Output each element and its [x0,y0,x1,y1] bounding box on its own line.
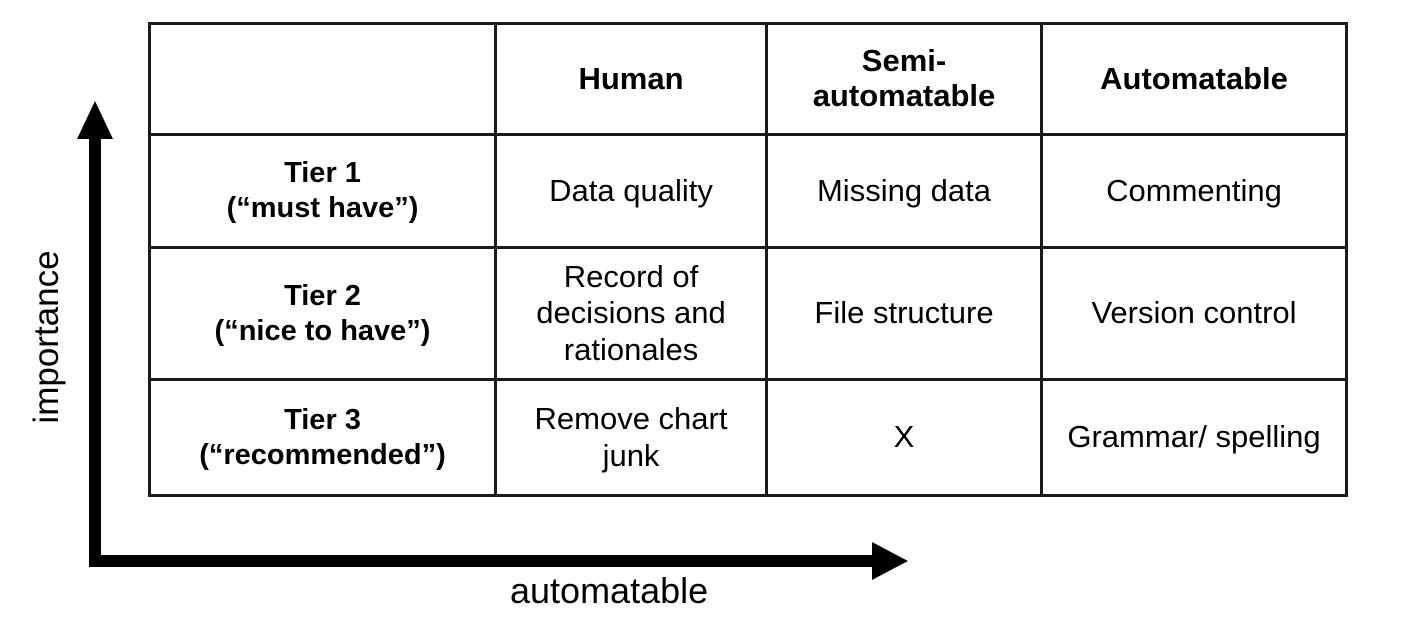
column-header-semi-line2: automatable [812,78,996,113]
cell-tier3-auto: Grammar/ spelling [1040,378,1348,497]
tier-sub-3: (“recommended”) [199,438,446,471]
column-header-semi-line1: Semi- [861,43,947,79]
tier-sub-2: (“nice to have”) [214,314,431,347]
tier-label-cell-2: Tier 2 (“nice to have”) [148,246,497,381]
tier-automation-matrix: Human Semi- automatable Automatable Tier… [148,22,1348,497]
cell-tier1-auto: Commenting [1040,133,1348,249]
cell-tier2-human: Record of decisions and rationales [494,246,768,381]
table-row: Tier 3 (“recommended”) Remove chart junk… [148,378,1348,497]
table-row: Tier 1 (“must have”) Data quality Missin… [148,133,1348,249]
tier-name-1: Tier 1 [284,157,361,190]
tier-sub-1: (“must have”) [226,192,419,224]
table-header-row: Human Semi- automatable Automatable [148,22,1348,136]
x-axis-label: automatable [510,570,709,611]
column-header-human: Human [494,22,768,136]
cell-tier1-semi: Missing data [765,133,1043,249]
cell-tier2-auto: Version control [1040,246,1348,381]
cell-tier1-human: Data quality [494,133,768,249]
table-row: Tier 2 (“nice to have”) Record of decisi… [148,246,1348,381]
tier-name-2: Tier 2 [284,279,361,312]
y-axis-label: importance [27,250,66,424]
cell-tier2-semi: File structure [765,246,1043,381]
y-axis-arrow [77,101,113,567]
column-header-semi-automatable: Semi- automatable [765,22,1043,136]
cell-tier3-human: Remove chart junk [494,378,768,497]
cell-tier3-semi: X [765,378,1043,497]
tier-name-3: Tier 3 [284,403,361,436]
tier-label-cell-3: Tier 3 (“recommended”) [148,378,497,497]
corner-cell [148,22,497,136]
x-axis-arrow [89,542,908,580]
tier-label-cell-1: Tier 1 (“must have”) [148,133,497,249]
column-header-automatable: Automatable [1040,22,1348,136]
